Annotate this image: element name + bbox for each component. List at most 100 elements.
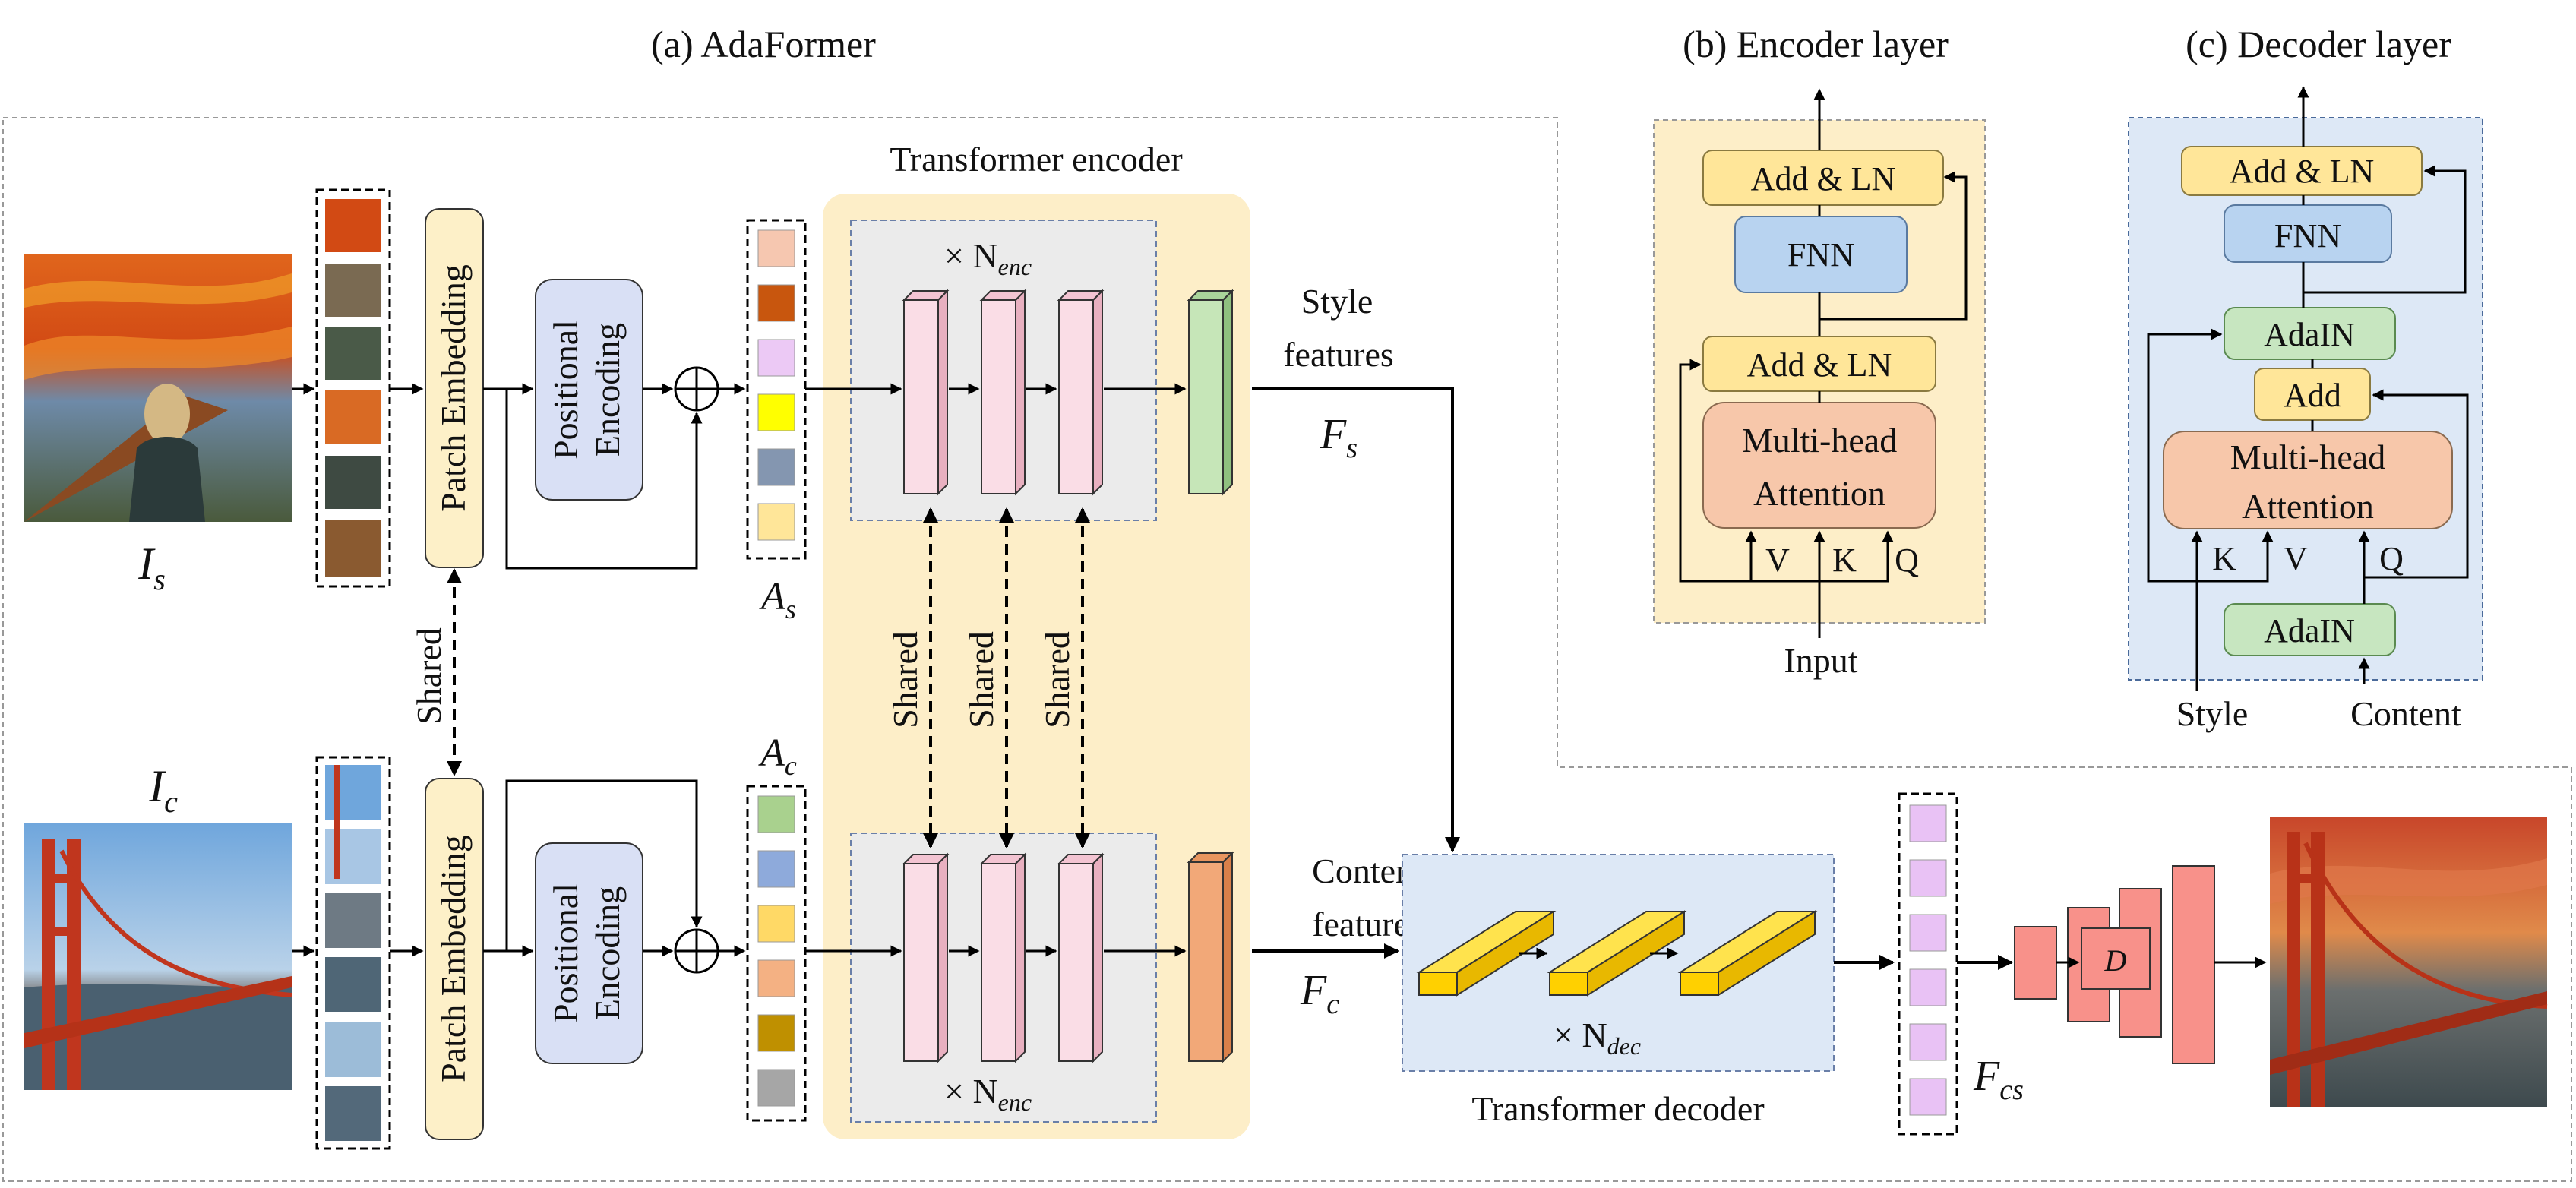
shared-weight-arrows <box>923 507 1090 848</box>
panel-b-title: (b) Encoder layer <box>1683 23 1949 65</box>
content-connectors <box>292 779 746 957</box>
token-square <box>757 959 795 997</box>
content-patch-column <box>315 756 391 1150</box>
encoder-flow-arrows <box>805 383 1187 957</box>
enc-layer-arrows <box>1679 88 1968 638</box>
transformer-decoder-title: Transformer decoder <box>1471 1089 1764 1128</box>
panel-a-frame <box>2 117 2572 1182</box>
positional-encoding-line2: Encoding <box>588 323 627 457</box>
content-token-label: Ac <box>758 731 797 781</box>
encoder-blocks-style <box>902 289 1105 496</box>
decoder-block <box>1547 910 1687 997</box>
encoder-block <box>902 852 950 1063</box>
output-image <box>2270 817 2548 1107</box>
token-square <box>1909 914 1947 952</box>
positional-encoding-line1: Positional <box>546 320 585 460</box>
style-image-label: Is <box>137 539 166 596</box>
patch-embedding-content <box>425 778 484 1140</box>
style-connectors <box>292 383 746 570</box>
repeat-enc-top: × Nenc <box>944 236 1032 280</box>
dec-multi-head-attention <box>2163 431 2453 529</box>
dec-add-label: Add <box>2284 377 2341 414</box>
shared-label: Shared <box>409 627 448 725</box>
dec-adain-top <box>2224 307 2396 360</box>
token-square <box>757 905 795 943</box>
enc-add-ln-top <box>1702 150 1944 206</box>
dec-mha-line1: Multi-head <box>2230 438 2385 476</box>
decoder-blocks <box>1416 910 1818 997</box>
positional-encoding-line1: Positional <box>546 883 585 1023</box>
token-square <box>757 229 795 267</box>
token-square <box>1909 804 1947 842</box>
dec-fnn <box>2224 204 2392 263</box>
token-square <box>1909 1078 1947 1116</box>
encoder-block <box>979 289 1027 496</box>
token-square <box>757 850 795 888</box>
sum-circle-style <box>674 366 719 412</box>
shared-label: Shared <box>962 631 1000 728</box>
style-feature-block <box>1187 289 1234 496</box>
style-token-label: As <box>759 575 796 624</box>
encoder-block <box>1057 289 1105 496</box>
dec-adain-bottom-label: AdaIN <box>2264 612 2355 649</box>
token-square <box>757 339 795 377</box>
shared-label: Shared <box>886 631 925 728</box>
content-tokens <box>757 795 795 1107</box>
dec-layer-arrows <box>2147 86 2469 691</box>
token-square <box>757 284 795 322</box>
dec-adain-top-label: AdaIN <box>2264 316 2355 353</box>
dec-fnn-label: FNN <box>2274 217 2341 254</box>
output-token-column <box>1898 792 1958 1136</box>
decoder-block <box>1677 910 1818 997</box>
content-image <box>24 823 292 1090</box>
decoder-block <box>1416 910 1557 997</box>
shared-label: Shared <box>1038 631 1076 728</box>
dec-content-label: Content <box>2350 694 2461 733</box>
sum-circle-content <box>674 928 719 974</box>
token-square <box>1909 1023 1947 1061</box>
patch-embedding-label: Patch Embedding <box>434 835 473 1082</box>
enc-add-ln-top-label: Add & LN <box>1751 160 1896 197</box>
enc-fnn <box>1734 216 1908 293</box>
token-square <box>757 1014 795 1052</box>
content-feature-block <box>1187 851 1234 1063</box>
feature-arrows <box>1252 387 1460 959</box>
token-square <box>757 503 795 541</box>
style-features-line1: Style <box>1301 282 1373 321</box>
content-patches <box>325 765 381 1141</box>
encoder-block <box>902 289 950 496</box>
dec-adain-bottom <box>2224 603 2396 656</box>
enc-fnn-label: FNN <box>1787 236 1854 273</box>
output-tokens <box>1909 804 1947 1116</box>
dec-add-ln <box>2181 146 2423 196</box>
style-features-line2: features <box>1283 335 1394 374</box>
content-image-label: Ic <box>148 761 178 819</box>
encoder-block <box>1057 852 1105 1063</box>
style-token-column <box>746 219 807 560</box>
token-square <box>757 448 795 486</box>
token-square <box>1909 968 1947 1006</box>
encoder-block <box>979 852 1027 1063</box>
enc-q-label: Q <box>1895 542 1919 579</box>
token-square <box>757 1069 795 1107</box>
dec-k-label: K <box>2212 540 2236 577</box>
enc-k-label: K <box>1832 542 1857 579</box>
encoder-blocks-content <box>902 852 1105 1063</box>
style-features-symbol: Fs <box>1320 411 1358 464</box>
positional-encoding-content <box>535 842 643 1064</box>
output-features-symbol: Fcs <box>1973 1053 2024 1106</box>
dec-mha-line2: Attention <box>2242 487 2374 526</box>
content-token-column <box>746 785 807 1122</box>
transformer-encoder-title: Transformer encoder <box>890 140 1182 179</box>
repeat-dec: × Ndec <box>1554 1016 1641 1060</box>
discriminator-box <box>2081 927 2151 990</box>
positional-encoding-line2: Encoding <box>588 886 627 1020</box>
dec-style-label: Style <box>2176 694 2249 733</box>
enc-v-label: V <box>1765 542 1790 579</box>
panel-c-title: (c) Decoder layer <box>2186 23 2451 65</box>
repeat-enc-bottom: × Nenc <box>944 1072 1032 1116</box>
style-image <box>24 254 292 522</box>
enc-mha-line1: Multi-head <box>1742 421 1897 460</box>
dec-v-label: V <box>2284 540 2308 577</box>
